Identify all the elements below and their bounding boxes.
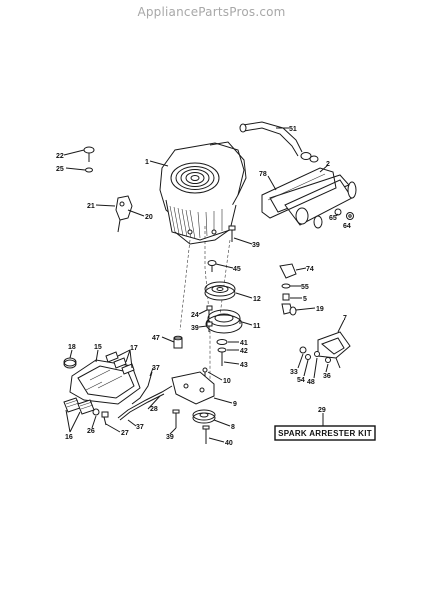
callout-label: 33: [290, 369, 298, 376]
callout-label: 47: [152, 335, 160, 342]
callout-label: 17: [130, 345, 138, 352]
callout-label: 12: [253, 296, 261, 303]
bolt-39-upper[interactable]: [228, 225, 236, 242]
callout-label: 39: [166, 434, 174, 441]
callout-labels: 1 51 2 22 25 78 21 20 65 64 39 45 74 55 …: [56, 126, 351, 447]
callout-label: 45: [233, 266, 241, 273]
leader-lines: [63, 127, 345, 443]
callout-label: 74: [306, 266, 314, 273]
callout-label: 36: [323, 373, 331, 380]
spark-arrester-kit-label: SPARK ARRESTER KIT: [278, 429, 372, 438]
fuel-fitting-parts[interactable]: [279, 263, 297, 316]
callout-label: 16: [65, 434, 73, 441]
callout-label: 7: [343, 315, 347, 322]
callout-label: 65: [329, 215, 337, 222]
pulley-8-part[interactable]: [192, 409, 216, 424]
callout-label: 39: [191, 325, 199, 332]
callout-label: 5: [303, 296, 307, 303]
cable-28-part[interactable]: [117, 385, 173, 421]
callout-label: 29: [318, 407, 326, 414]
spark-arrester-kit-box[interactable]: SPARK ARRESTER KIT: [274, 425, 376, 441]
callout-label: 54: [297, 377, 305, 384]
cap-18-part[interactable]: [63, 357, 77, 369]
callout-label: 55: [301, 284, 309, 291]
pads-17-part[interactable]: [105, 351, 135, 375]
pads-16-part[interactable]: [63, 397, 95, 415]
callout-label: 43: [240, 362, 248, 369]
callout-label: 8: [231, 424, 235, 431]
callout-label: 39: [252, 242, 260, 249]
callout-label: 41: [240, 340, 248, 347]
spacer-47-part[interactable]: [173, 335, 183, 349]
callout-label: 2: [326, 161, 330, 168]
callout-label: 27: [121, 430, 129, 437]
callout-label: 28: [150, 406, 158, 413]
bolt-40-part[interactable]: [202, 425, 210, 444]
callout-label: 48: [307, 379, 315, 386]
callout-label: 9: [233, 401, 237, 408]
callout-label: 15: [94, 344, 102, 351]
callout-label: 20: [145, 214, 153, 221]
callout-label: 18: [68, 344, 76, 351]
callout-label: 11: [253, 323, 261, 330]
callout-label: 37: [152, 365, 160, 372]
callout-label: 21: [87, 203, 95, 210]
watermark-text: AppliancePartsPros.com: [137, 5, 286, 19]
callout-label: 78: [259, 171, 267, 178]
callout-label: 25: [56, 166, 64, 173]
bolts-24-39-left[interactable]: [206, 305, 213, 332]
hardware-33-54-48-36[interactable]: [299, 346, 331, 363]
engine-part[interactable]: [159, 141, 247, 245]
callout-label: 10: [223, 378, 231, 385]
callout-label: 51: [289, 126, 297, 133]
callout-label: 26: [87, 428, 95, 435]
callout-label: 1: [145, 159, 149, 166]
callout-label: 42: [240, 348, 248, 355]
throttle-bracket-part[interactable]: [115, 195, 133, 233]
washer-45-part[interactable]: [207, 260, 217, 273]
muffler-part[interactable]: [261, 167, 357, 229]
bracket-7-part[interactable]: [317, 331, 351, 369]
callout-label: 22: [56, 153, 64, 160]
pulley-12-part[interactable]: [204, 281, 236, 301]
rod-37-part[interactable]: [131, 371, 153, 405]
callout-label: 40: [225, 440, 233, 447]
bolt-39-lower[interactable]: [172, 409, 180, 428]
clutch-11-part[interactable]: [205, 309, 243, 334]
muffler-fasteners[interactable]: [334, 208, 354, 220]
hardware-26-27[interactable]: [92, 408, 109, 426]
plate-9-part[interactable]: [171, 371, 215, 405]
dipstick-plug-part[interactable]: [83, 146, 95, 173]
washer-stack-41-42-43[interactable]: [216, 339, 228, 367]
callout-label: 37: [136, 424, 144, 431]
callout-label: 24: [191, 312, 199, 319]
callout-label: 64: [343, 223, 351, 230]
callout-label: 19: [316, 306, 324, 313]
